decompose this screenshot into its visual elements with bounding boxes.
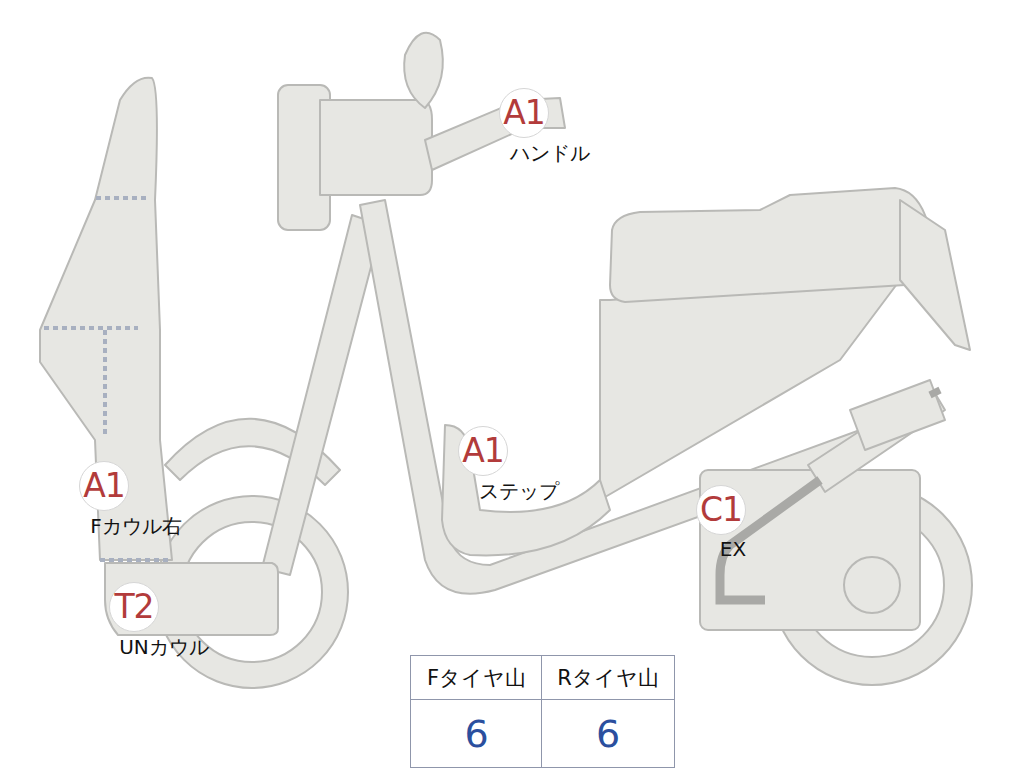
table-header: Rタイヤ山: [541, 655, 675, 701]
part-name: UNカウル: [117, 634, 211, 661]
damage-code: T2: [109, 582, 159, 632]
table-header-text: Rタイヤ山: [557, 664, 659, 692]
part-name: ハンドル: [508, 140, 592, 167]
part-name: EX: [718, 537, 748, 561]
damage-callout: C1EX: [696, 485, 746, 535]
table-value: 6: [541, 699, 675, 768]
table-value-text: 6: [596, 712, 620, 756]
table-value-text: 6: [464, 712, 488, 756]
table-value: 6: [410, 699, 543, 768]
part-name: ステップ: [477, 478, 561, 505]
table-header-text: Fタイヤ山: [427, 664, 526, 692]
damage-code: A1: [499, 88, 549, 138]
part-name: Fカウル右: [88, 513, 184, 540]
damage-callout: T2UNカウル: [109, 582, 159, 632]
damage-callout: A1Fカウル右: [79, 461, 129, 511]
damage-callout: A1ステップ: [458, 426, 508, 476]
damage-code: A1: [79, 461, 129, 511]
damage-code: C1: [696, 485, 746, 535]
damage-code: A1: [458, 426, 508, 476]
damage-callout: A1ハンドル: [499, 88, 549, 138]
table-header: Fタイヤ山: [410, 655, 543, 701]
